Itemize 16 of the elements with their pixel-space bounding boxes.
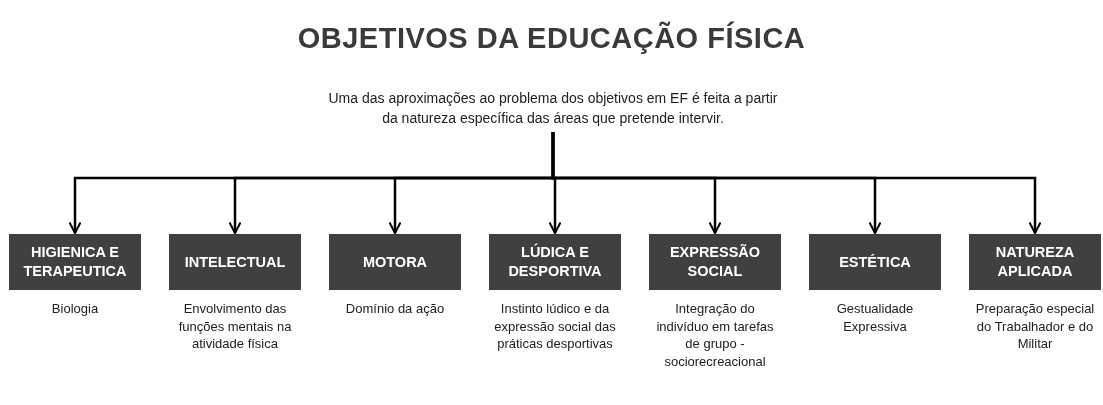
description-text: Integração do indivíduo em tarefas de grupo - sociorecreacional xyxy=(655,300,775,370)
description-text: Instinto lúdico e da expressão social das práticas desportivas xyxy=(493,300,617,353)
intro-text: Uma das aproximações ao problema dos objetivos em EF é feita a partir da natureza específica das áreas que pretende intervir. xyxy=(328,88,778,130)
description-text: Domínio da ação xyxy=(344,300,446,318)
category-box: ESTÉTICA xyxy=(809,234,941,290)
category-box: LÚDICA E DESPORTIVA xyxy=(489,234,621,290)
category-box: INTELECTUAL xyxy=(169,234,301,290)
description-text: Preparação especial do Trabalhador e do Militar xyxy=(974,300,1096,353)
category-box: HIGIENICA E TERAPEUTICA xyxy=(9,234,141,290)
category-box: EXPRESSÃO SOCIAL xyxy=(649,234,781,290)
title: OBJETIVOS DA EDUCAÇÃO FÍSICA xyxy=(296,22,807,55)
description-text: Biologia xyxy=(50,300,100,318)
category-box: MOTORA xyxy=(329,234,461,290)
category-box: NATUREZA APLICADA xyxy=(969,234,1101,290)
description-text: Envolvimento das funções mentais na atividade física xyxy=(177,300,293,353)
description-text: Gestualidade Expressiva xyxy=(835,300,915,335)
